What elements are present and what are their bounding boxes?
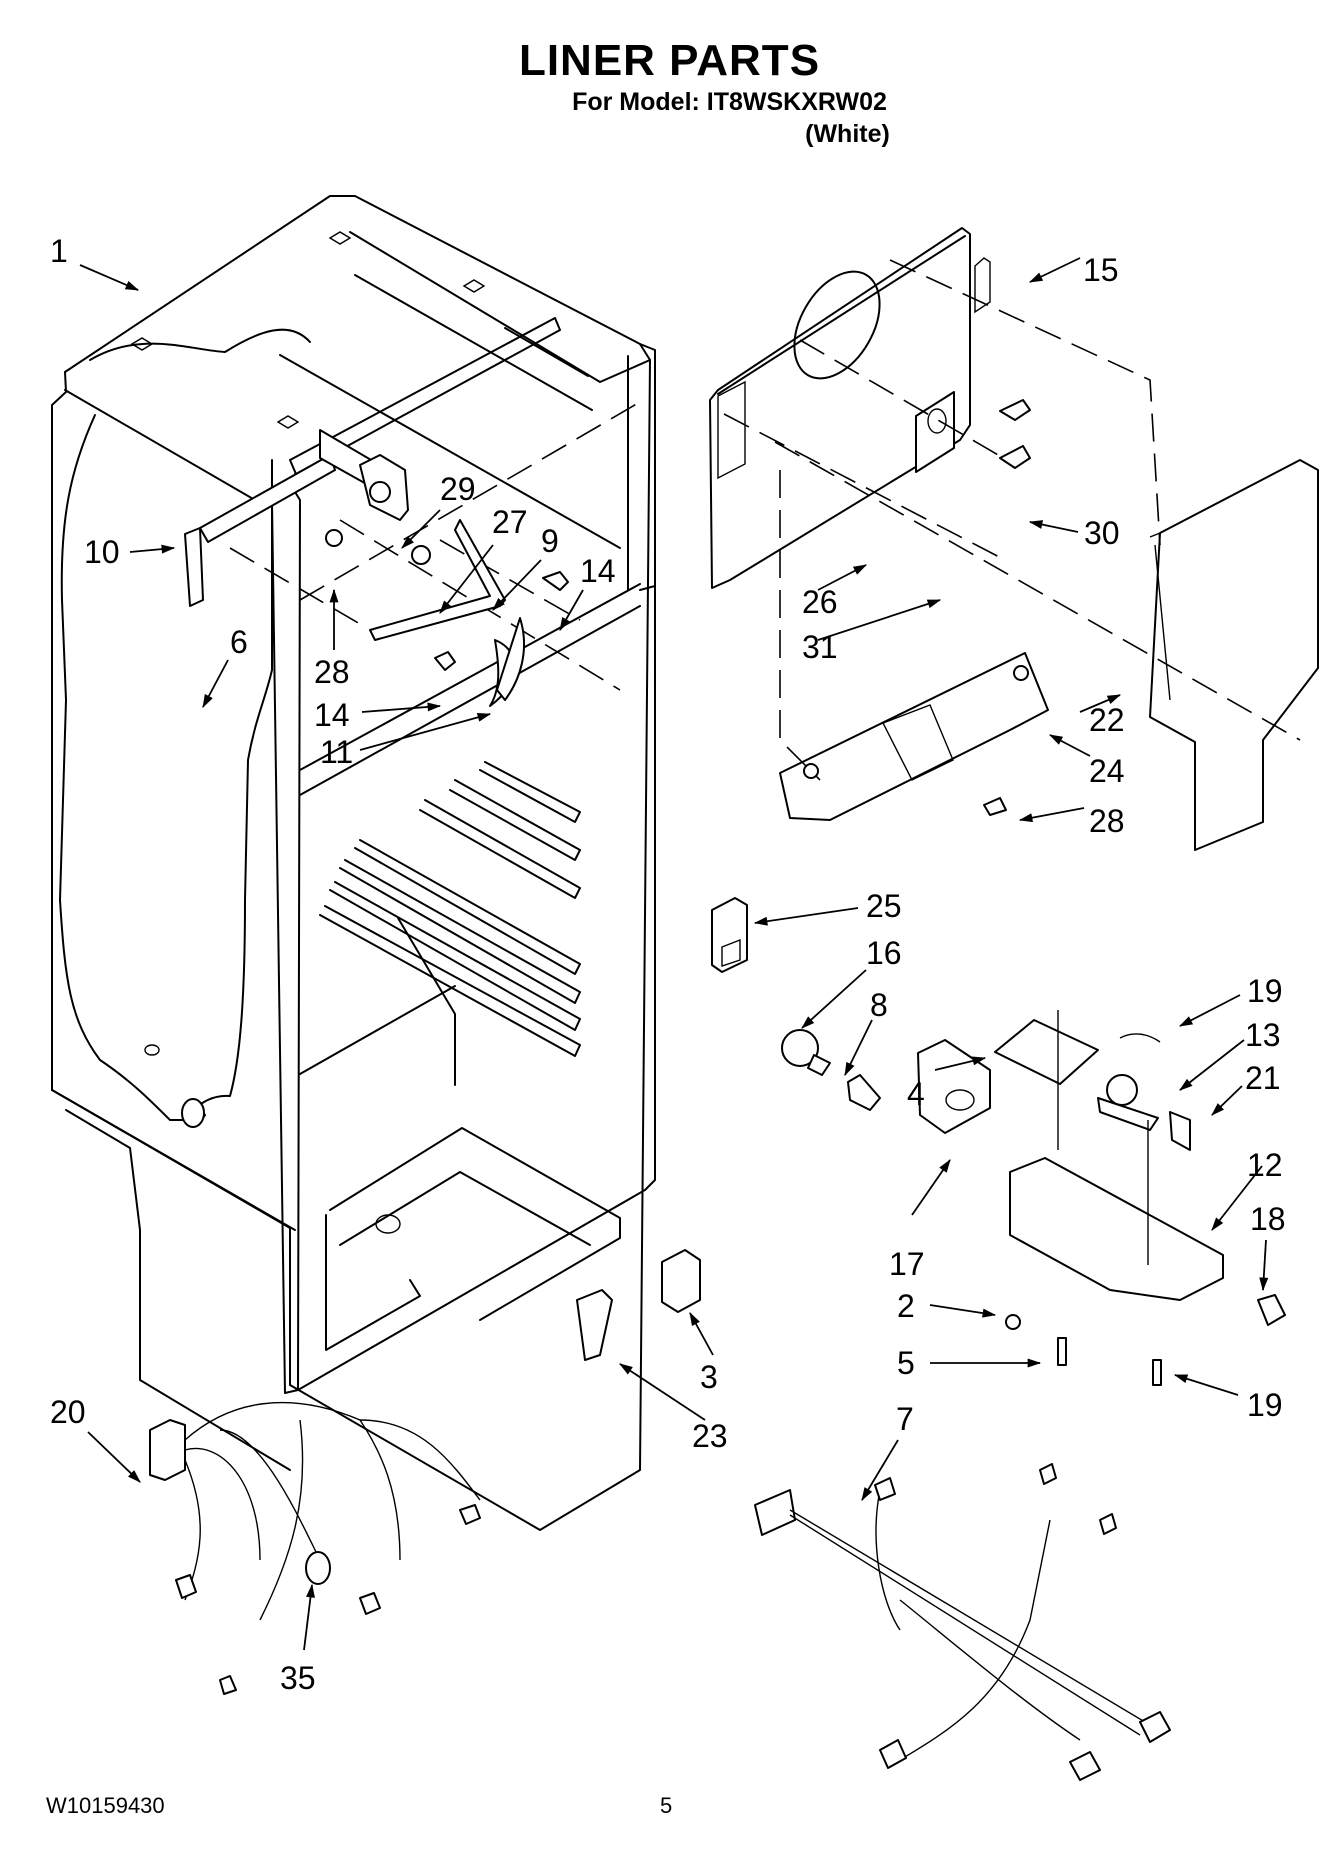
leader-21	[87, 1431, 141, 1483]
callout-30: 29	[440, 471, 476, 507]
callout-15: 19	[1247, 973, 1283, 1009]
callout-11: 11	[320, 734, 353, 770]
callout-5: 5	[897, 1345, 915, 1381]
page-title: LINER PARTS	[518, 36, 821, 85]
callout-21: 20	[50, 1394, 86, 1430]
leader-17	[801, 969, 867, 1029]
callout-17: 16	[866, 935, 902, 971]
leader-6	[202, 659, 229, 708]
leader-15	[1179, 994, 1241, 1027]
leader-16	[1028, 257, 1081, 283]
leader-1	[79, 264, 140, 291]
callout-29: 28	[1089, 803, 1125, 839]
model-variant: (White)	[805, 120, 890, 148]
leader-12	[1211, 1165, 1263, 1231]
control-housing-drawing	[576, 897, 1286, 1386]
callout-3: 3	[700, 1359, 718, 1395]
leader-14-lower	[361, 702, 442, 713]
leader-4	[934, 1056, 987, 1071]
leader-27	[817, 564, 867, 591]
leader-18	[911, 1159, 951, 1216]
document-code: W10159430	[46, 1793, 165, 1818]
callout-25: 24	[1089, 753, 1125, 789]
callout-6: 6	[230, 624, 248, 660]
callout-16: 15	[1083, 252, 1119, 288]
callout-7: 7	[896, 1401, 914, 1437]
leader-22	[1211, 1085, 1243, 1116]
callout-28-lower: 28	[314, 654, 350, 690]
page-number: 5	[660, 1793, 673, 1818]
leader-28-upper	[439, 544, 494, 614]
leader-19	[1259, 1239, 1269, 1292]
callout-13: 13	[1245, 1017, 1281, 1053]
freezer-fan-parts	[181, 429, 569, 1128]
leader-11	[359, 712, 492, 751]
callout-22: 21	[1245, 1060, 1281, 1096]
callout-9: 9	[541, 523, 559, 559]
model-number: For Model: IT8WSKXRW02	[572, 88, 887, 116]
callout-1: 1	[50, 233, 68, 269]
callout-14-lower: 14	[314, 697, 350, 733]
callout-14-upper: 14	[580, 553, 616, 589]
leader-31-lower	[817, 599, 942, 641]
callout-28-upper: 27	[492, 504, 528, 540]
leader-8	[844, 1019, 873, 1077]
callout-35: 35	[280, 1660, 316, 1696]
callout-labels: 1 10 29 27 9 14 6 28 14 11 15 30 26 31 2…	[50, 233, 1286, 1696]
leader-23	[1079, 694, 1122, 713]
leader-31-upper	[1028, 520, 1079, 533]
leader-29	[1018, 807, 1085, 823]
leader-2	[929, 1304, 997, 1318]
leader-14-upper	[559, 589, 584, 631]
leader-25	[1049, 734, 1091, 757]
leader-13	[1179, 1039, 1245, 1091]
leader-9	[492, 559, 542, 611]
leader-7	[861, 1439, 899, 1501]
callout-20: 19	[1247, 1387, 1283, 1423]
callout-2: 2	[897, 1288, 915, 1324]
callout-26: 25	[866, 888, 902, 924]
callout-4: 4	[907, 1076, 925, 1112]
wiring-harness-drawing	[149, 1401, 1171, 1781]
callout-23: 22	[1089, 702, 1125, 738]
leader-20	[1173, 1374, 1239, 1396]
callout-18: 17	[889, 1246, 925, 1282]
leader-10	[129, 544, 176, 554]
leader-3	[689, 1312, 714, 1356]
callout-24: 23	[692, 1418, 728, 1454]
evaporator-cover-drawing	[709, 227, 1319, 851]
callout-8: 8	[870, 987, 888, 1023]
callout-10: 10	[84, 534, 120, 570]
liner-cabinet-drawing	[51, 195, 656, 1531]
leader-24	[619, 1363, 706, 1421]
callout-31-upper: 30	[1084, 515, 1120, 551]
leader-35	[303, 1583, 315, 1651]
leader-30	[401, 509, 441, 549]
callout-19: 18	[1250, 1201, 1286, 1237]
leader-26	[753, 907, 859, 926]
